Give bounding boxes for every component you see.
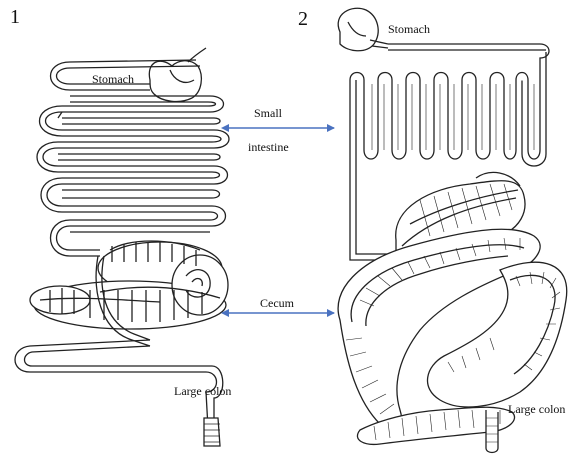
- panel-2-stomach-label: Stomach: [388, 22, 430, 37]
- small-intestine-label-line1: Small: [254, 106, 282, 121]
- panel-1-stomach-label: Stomach: [92, 72, 134, 87]
- panel-2-number: 2: [298, 8, 308, 31]
- panel-1-large-colon-label: Large colon: [174, 384, 231, 399]
- panel-2-stomach: [338, 8, 378, 51]
- panel-1-number: 1: [10, 6, 20, 29]
- small-intestine-label-line2: intestine: [248, 140, 289, 155]
- cecum-label: Cecum: [260, 296, 294, 311]
- panel-2-large-colon-label: Large colon: [508, 402, 565, 417]
- panel-2-tract: [338, 8, 567, 452]
